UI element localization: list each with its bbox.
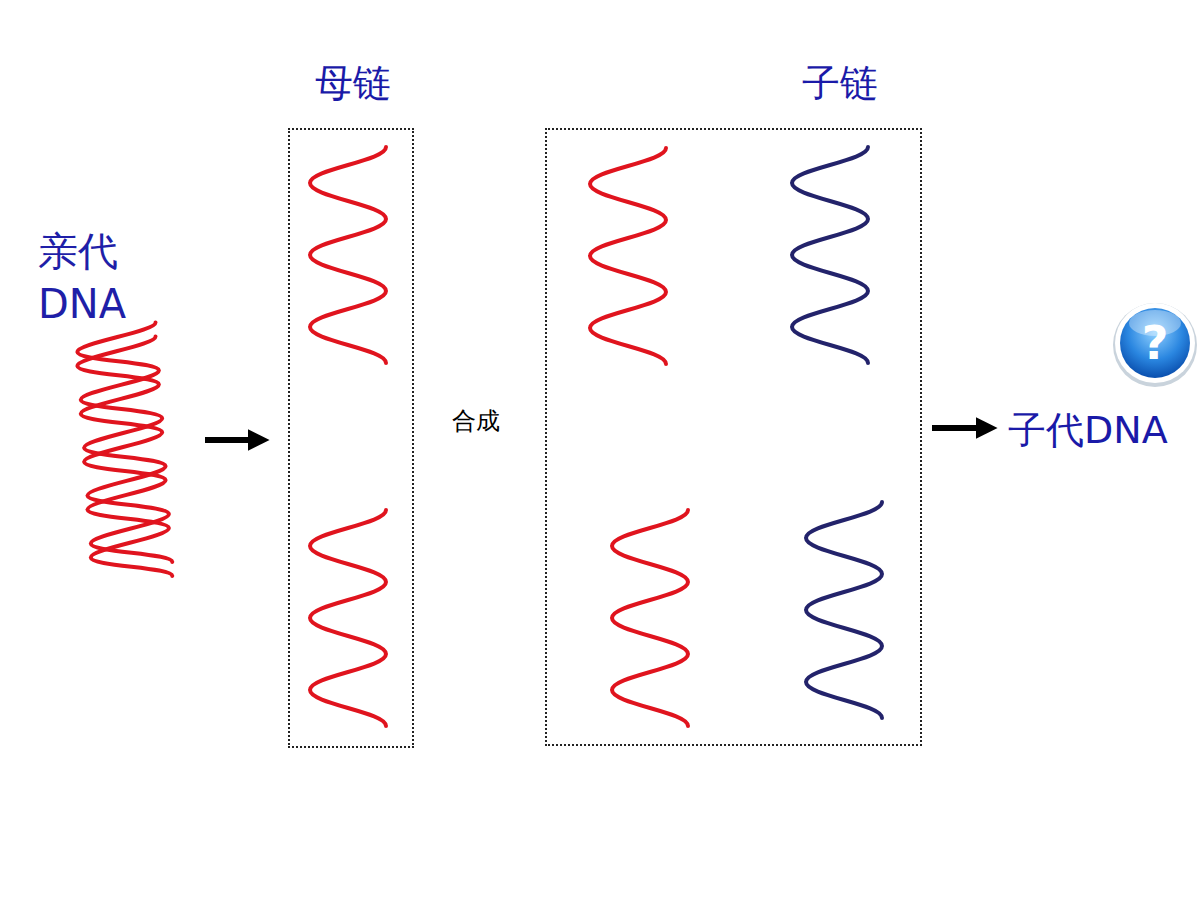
template-strand-box: 母链 xyxy=(288,128,414,748)
icon-disc xyxy=(1120,308,1190,378)
template-strand xyxy=(590,148,666,364)
template-strand xyxy=(612,510,688,726)
flow-arrow xyxy=(205,437,252,443)
daughter-dna-node: 子代DNA xyxy=(1008,405,1188,455)
parent-dna-group: 亲代 DNA xyxy=(30,225,205,570)
daughter-strand xyxy=(806,502,882,718)
parent-helix-strand xyxy=(76,337,173,582)
icon-shadow xyxy=(1113,303,1197,387)
question-icon xyxy=(1113,303,1197,387)
node-label: 亲代 DNA xyxy=(38,225,138,331)
template-strand xyxy=(310,147,386,363)
process-label: 合成 xyxy=(452,405,522,437)
icon-ring xyxy=(1115,303,1195,383)
box-heading: 母链 xyxy=(290,58,416,108)
daughter-strand-box: 子链 xyxy=(545,128,922,746)
node-label: 子代DNA xyxy=(1008,405,1188,455)
flow-arrow xyxy=(932,425,980,431)
template-strand xyxy=(310,510,386,726)
daughter-strand xyxy=(792,147,868,363)
question-mark: ? xyxy=(1125,313,1185,373)
box-heading: 子链 xyxy=(790,58,890,108)
